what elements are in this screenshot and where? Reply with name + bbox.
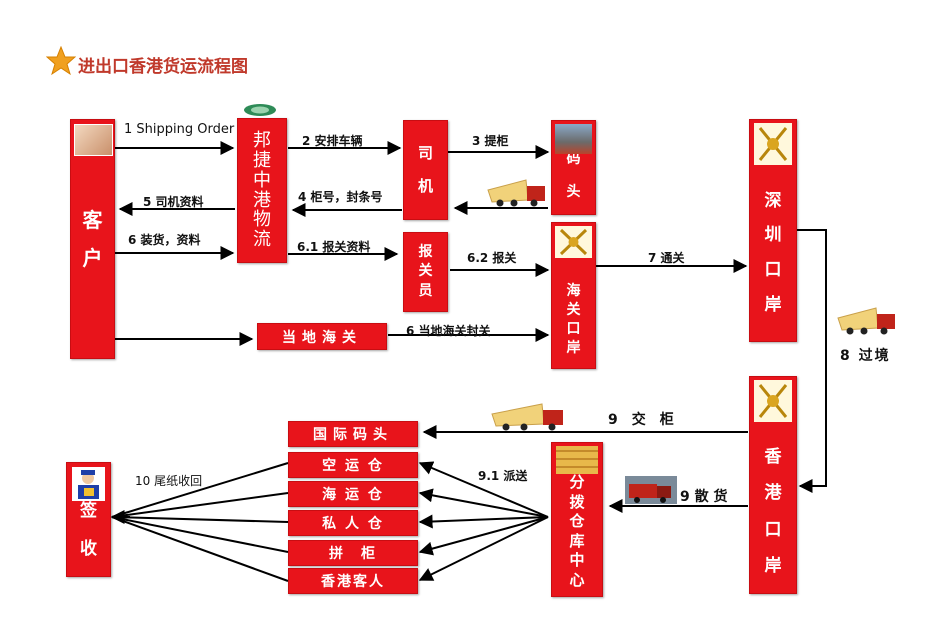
- label-step-3: 3 提柜: [472, 134, 509, 148]
- label-step-9: 9 交 柜: [608, 412, 674, 428]
- dest-hk-customer: 香港客人: [288, 568, 418, 594]
- node-shenzhen: 深圳口岸: [749, 119, 797, 342]
- label-step-1: 1 Shipping Order: [124, 122, 235, 137]
- label-step-4: 4 柜号，封条号: [298, 190, 383, 204]
- truck-icon: [491, 403, 563, 431]
- truck-photo-icon: [625, 476, 677, 504]
- node-customs: 海关口岸: [551, 222, 596, 369]
- label-step-9-1: 9.1 派送: [478, 469, 528, 483]
- dest-sea-warehouse: 海 运 仓: [288, 481, 418, 507]
- node-customer: 客户: [70, 119, 115, 359]
- node-local-customs: 当地海关: [257, 323, 387, 350]
- node-broker: 报关员: [403, 232, 448, 312]
- arrow-8: [797, 229, 827, 493]
- label-step-6-1: 6.1 报关资料: [297, 240, 371, 254]
- label-step-10: 10 尾纸收回: [135, 474, 203, 488]
- label-step-6: 6 装货，资料: [128, 233, 201, 247]
- node-terminal: 码头: [551, 120, 596, 215]
- bangjie-logo-icon: [244, 104, 276, 116]
- node-driver: 司机: [403, 120, 448, 220]
- hongkong-emblem-icon: [754, 380, 792, 422]
- dest-private-warehouse: 私 人 仓: [288, 510, 418, 536]
- dest-consolidation: 拼 柜: [288, 540, 418, 566]
- customs-emblem-icon: [555, 226, 592, 258]
- customer-photo-icon: [74, 124, 113, 156]
- star-icon: [46, 46, 76, 76]
- node-hongkong: 香港口岸: [749, 376, 797, 594]
- shenzhen-emblem-icon: [754, 123, 792, 165]
- dest-international-terminal: 国际码头: [288, 421, 418, 447]
- label-step-2: 2 安排车辆: [302, 134, 363, 148]
- label-step-8: 8 过境: [840, 348, 891, 364]
- port-photo-icon: [555, 124, 592, 154]
- node-distribution-center: 分拨仓库中心: [551, 442, 603, 597]
- label-step-5: 5 司机资料: [143, 195, 204, 209]
- page-title: 进出口香港货运流程图: [78, 57, 248, 77]
- truck-icon: [487, 179, 545, 207]
- warehouse-photo-icon: [556, 446, 598, 474]
- courier-icon: [72, 467, 105, 501]
- label-step-7: 7 通关: [648, 251, 685, 265]
- node-sign: 签收: [66, 462, 111, 577]
- node-bangjie: 邦捷中港物流: [237, 118, 287, 263]
- label-step-6-2: 6.2 报关: [467, 251, 517, 265]
- dest-air-warehouse: 空 运 仓: [288, 452, 418, 478]
- label-step-9-bulk: 9 散 货: [680, 489, 728, 505]
- label-step-6-local: 6 当地海关封关: [406, 324, 491, 338]
- truck-icon: [837, 307, 895, 335]
